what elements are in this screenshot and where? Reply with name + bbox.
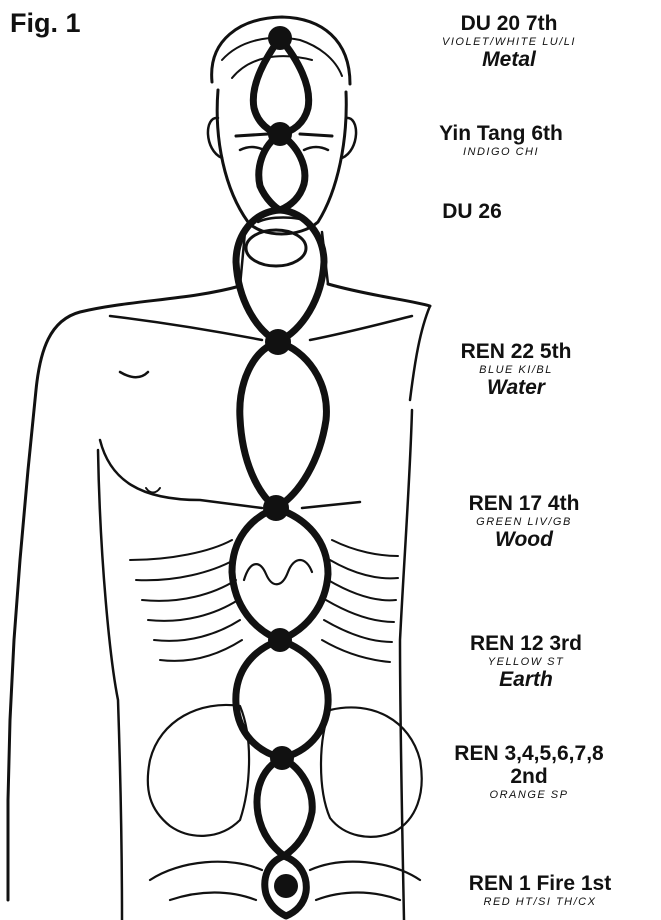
- point-element: Wood: [404, 529, 644, 551]
- organ-squiggle: [244, 560, 312, 584]
- node-du20: [268, 26, 292, 50]
- right-pec: [302, 502, 360, 508]
- point-name: REN 1 Fire 1st: [420, 872, 660, 895]
- node-ren17: [263, 495, 289, 521]
- node-ren3-8: [270, 746, 294, 770]
- point-detail: RED HT/SI TH/CX: [420, 895, 660, 909]
- loop-7: [257, 758, 312, 856]
- point-detail: GREEN LIV/GB: [404, 515, 644, 529]
- loop-4: [240, 342, 327, 508]
- label-ren-1: REN 1 Fire 1st RED HT/SI TH/CX: [420, 872, 660, 909]
- point-name: Yin Tang 6th: [370, 122, 632, 145]
- loop-1: [253, 38, 308, 134]
- point-name: REN 22 5th: [396, 340, 636, 363]
- point-detail: YELLOW ST: [406, 655, 646, 669]
- armpit-left: [120, 372, 148, 377]
- left-pec: [100, 440, 262, 508]
- point-detail: INDIGO CHI: [370, 145, 632, 159]
- label-ren-22: REN 22 5th BLUE KI/BL Water: [396, 340, 636, 399]
- eyes: [240, 147, 328, 150]
- label-ren-12: REN 12 3rd YELLOW ST Earth: [406, 632, 646, 691]
- point-name: REN 3,4,5,6,7,8: [400, 742, 658, 765]
- chakra-chain: [232, 38, 328, 916]
- pelvis-left: [148, 705, 249, 836]
- node-yintang: [268, 122, 292, 146]
- point-name: DU 26: [402, 200, 542, 223]
- point-name: REN 17 4th: [404, 492, 644, 515]
- label-du-26: DU 26: [402, 200, 542, 223]
- ribs-right: [322, 540, 398, 662]
- figure-title: Fig. 1: [10, 8, 81, 39]
- point-name-line-2: 2nd: [400, 765, 658, 788]
- node-ren1: [274, 874, 298, 898]
- node-ren12: [268, 628, 292, 652]
- point-element: Earth: [406, 669, 646, 691]
- point-name: REN 12 3rd: [406, 632, 646, 655]
- label-ren-3-8: REN 3,4,5,6,7,8 2nd ORANGE SP: [400, 742, 658, 802]
- point-detail: ORANGE SP: [400, 788, 658, 802]
- point-detail: BLUE KI/BL: [396, 363, 636, 377]
- label-ren-17: REN 17 4th GREEN LIV/GB Wood: [404, 492, 644, 551]
- point-detail: VIOLET/WHITE LU/LI: [378, 35, 640, 49]
- point-element: Metal: [378, 49, 640, 71]
- torso-left: [98, 450, 122, 920]
- ribs-left: [130, 540, 242, 661]
- point-name: DU 20 7th: [378, 12, 640, 35]
- point-element: Water: [396, 377, 636, 399]
- node-ren22: [265, 329, 291, 355]
- chin-ring: [246, 230, 306, 266]
- right-shoulder: [328, 284, 430, 306]
- label-du-20: DU 20 7th VIOLET/WHITE LU/LI Metal: [378, 12, 640, 71]
- label-yin-tang: Yin Tang 6th INDIGO CHI: [370, 122, 632, 159]
- loop-6: [236, 640, 328, 758]
